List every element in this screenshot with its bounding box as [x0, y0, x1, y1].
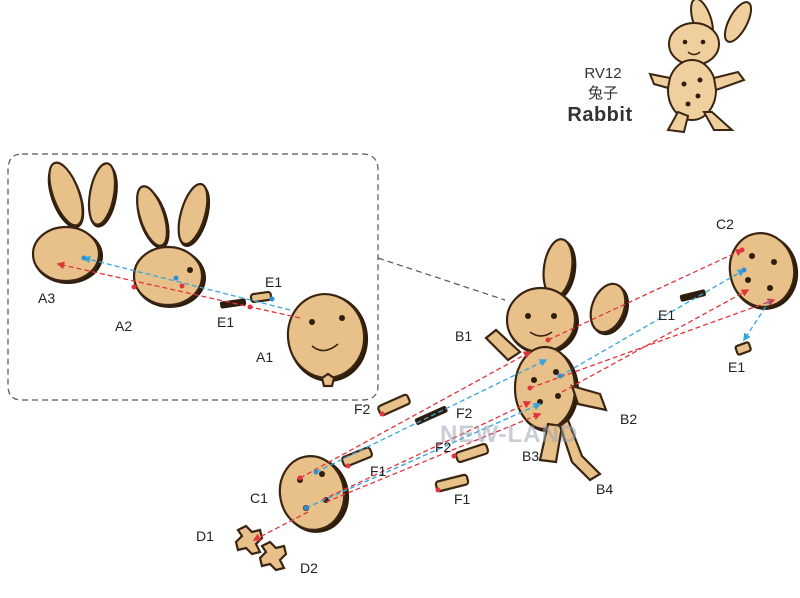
- part-b3-torso: [513, 345, 579, 432]
- label-f2-mid: F2: [456, 405, 473, 421]
- part-f2-peg-low: [454, 442, 490, 464]
- label-b2: B2: [620, 411, 637, 427]
- part-e1-peg-inset-top: [249, 290, 273, 304]
- part-d1-piece: [234, 524, 264, 556]
- part-f1-peg-lower: [434, 473, 470, 493]
- part-d2-piece: [258, 540, 288, 572]
- label-e1-right-bottom: E1: [728, 359, 745, 375]
- label-c2: C2: [716, 216, 734, 232]
- label-b1: B1: [455, 328, 472, 344]
- part-c1-disc: [278, 455, 350, 533]
- label-c1: C1: [250, 490, 268, 506]
- model-name-en: Rabbit: [567, 104, 632, 126]
- label-e1-right-top: E1: [658, 307, 675, 323]
- part-a1-face: [286, 292, 369, 388]
- rabbit-thumbnail: [648, 0, 753, 134]
- label-b4: B4: [596, 481, 613, 497]
- label-f2-left: F2: [354, 401, 371, 417]
- part-a3-head: [31, 161, 118, 284]
- part-f2-peg-left: [377, 393, 411, 417]
- label-b3: B3: [522, 448, 539, 464]
- label-a2: A2: [115, 318, 132, 334]
- callout-leader: [377, 257, 506, 301]
- label-d1: D1: [196, 528, 214, 544]
- label-a1: A1: [256, 349, 273, 365]
- label-e1-inset-top: E1: [265, 274, 282, 290]
- part-e1-peg-right-top: [679, 289, 706, 302]
- label-a3: A3: [38, 290, 55, 306]
- part-b2-arm: [484, 328, 608, 412]
- part-c2-disc: [728, 232, 799, 310]
- head-detail-callout: [7, 153, 379, 401]
- model-name-cn: 兔子: [588, 84, 618, 102]
- label-e1-inset-bottom: E1: [217, 314, 234, 330]
- part-b4-leg: [538, 418, 602, 482]
- part-b1-body: [505, 238, 630, 355]
- model-code: RV12: [584, 65, 621, 82]
- part-e1-peg-right-bottom: [734, 341, 752, 356]
- label-d2: D2: [300, 560, 318, 576]
- label-f2-low: F2: [435, 439, 452, 455]
- watermark-text: NEW-LAND: [440, 421, 578, 448]
- part-a2-head: [132, 182, 211, 308]
- label-f1-upper: F1: [370, 463, 387, 479]
- label-f1-lower: F1: [454, 491, 471, 507]
